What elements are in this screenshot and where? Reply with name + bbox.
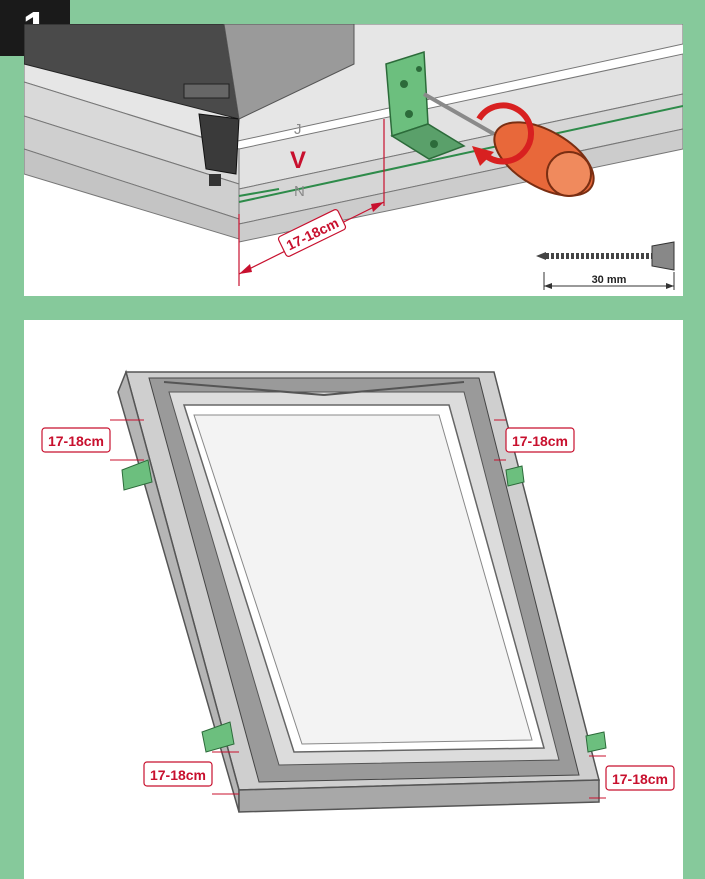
frame-letter-v: V <box>290 147 306 174</box>
window-overview-panel: 17-18cm 17-18cm 17-18cm 17-18cm <box>24 320 683 879</box>
svg-text:17-18cm: 17-18cm <box>150 767 206 783</box>
rotate-arrow-icon <box>472 102 534 166</box>
window-sash <box>168 391 560 766</box>
bracket-top-right <box>505 465 525 487</box>
bracket-bottom-left <box>201 721 235 753</box>
frame-letter-n: N <box>294 183 305 200</box>
svg-text:17-18cm: 17-18cm <box>612 771 668 787</box>
svg-text:17-18cm: 17-18cm <box>512 433 568 449</box>
distance-label-top-right: 17-18cm <box>494 419 575 461</box>
distance-label-bottom-left: 17-18cm <box>143 751 239 795</box>
bracket-icon <box>385 50 466 160</box>
sash-profile <box>24 24 355 186</box>
window-illustration: 17-18cm 17-18cm 17-18cm 17-18cm <box>41 369 675 813</box>
frame-letter-j: J <box>294 121 302 138</box>
screw-icon <box>536 241 675 271</box>
svg-text:17-18cm: 17-18cm <box>48 433 104 449</box>
bracket-top-left <box>121 459 153 491</box>
bracket-bottom-right <box>585 731 607 753</box>
screw-length-label: 30 mm <box>592 274 627 286</box>
frame-detail-illustration: J V N <box>24 24 683 290</box>
detail-panel: J V N <box>24 24 683 296</box>
distance-label-bottom-right: 17-18cm <box>589 755 675 799</box>
screw-length-dimension: 30 mm <box>543 272 675 290</box>
screwdriver-icon <box>423 92 595 197</box>
distance-label-top-left: 17-18cm <box>41 419 144 461</box>
